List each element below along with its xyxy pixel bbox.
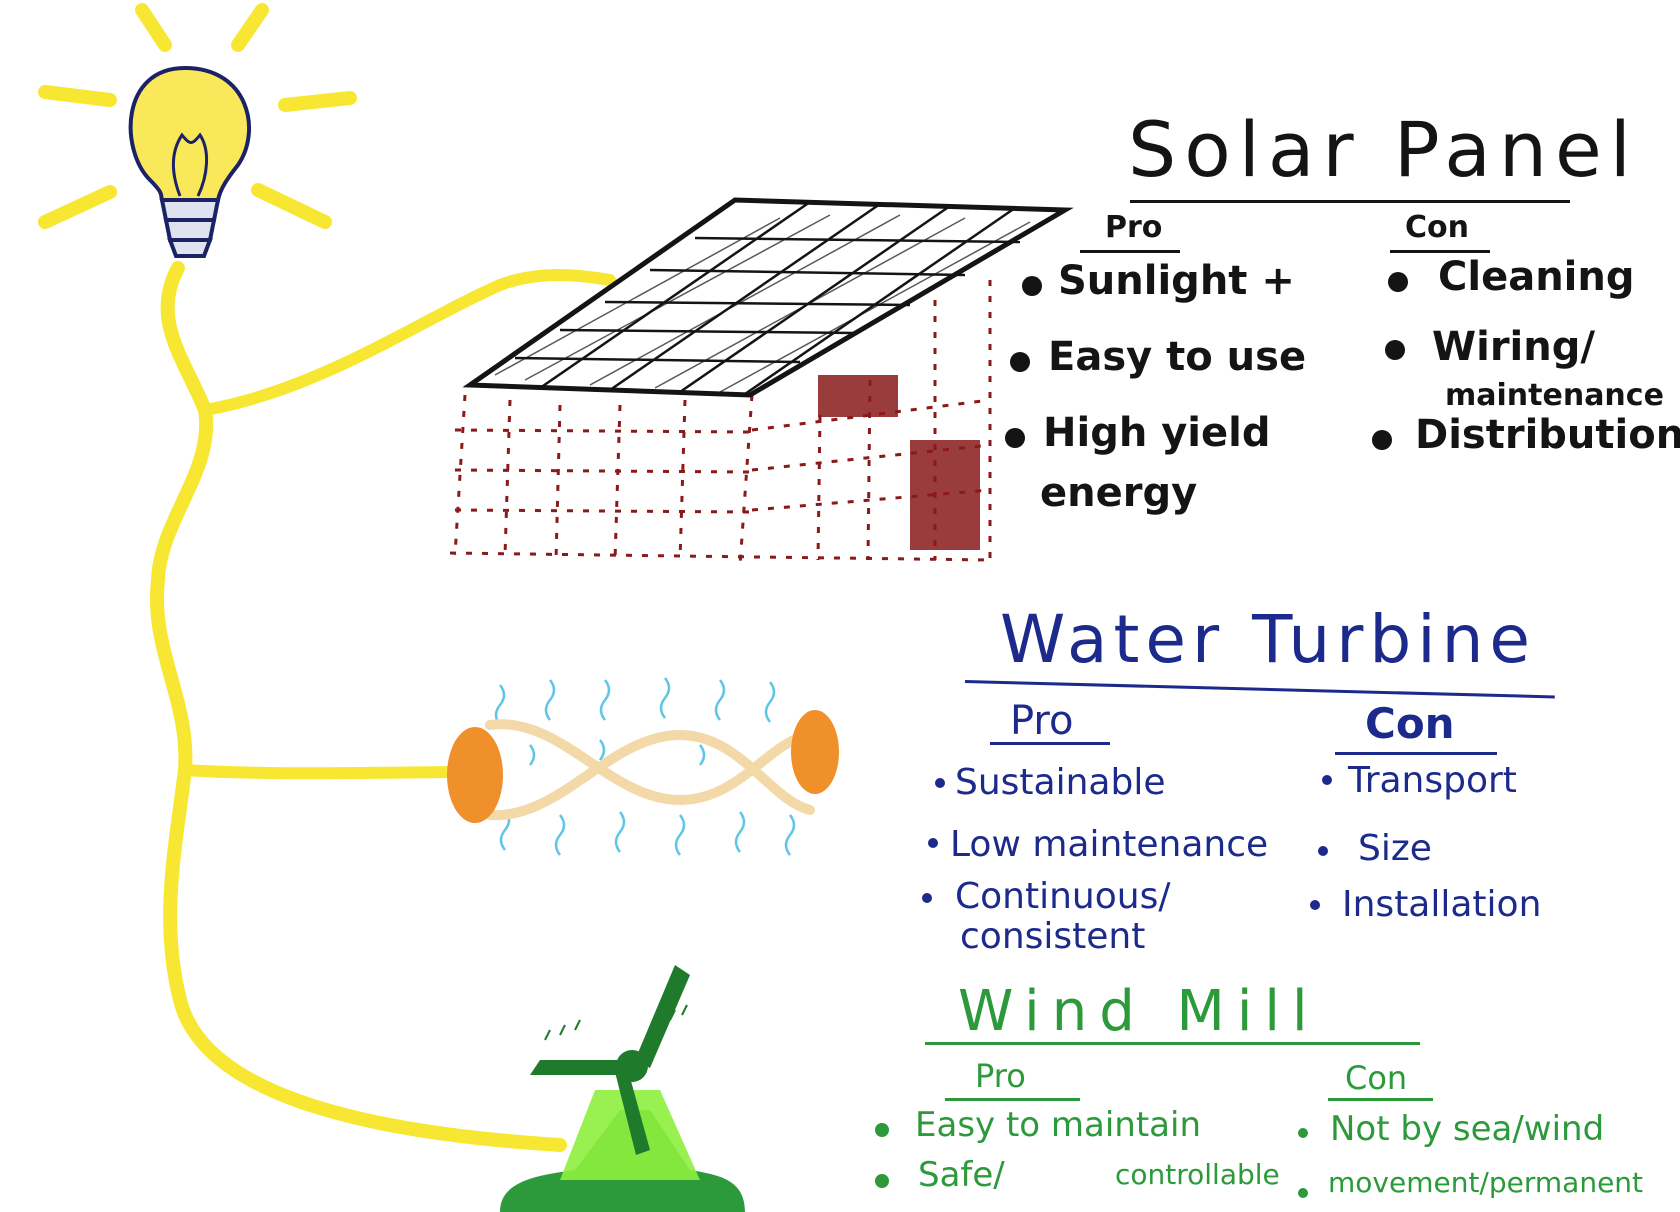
wind-pro-bullet-1 (875, 1123, 889, 1137)
solar-con-bullet-3 (1372, 430, 1392, 450)
wind-pro-heading: Pro (975, 1057, 1026, 1095)
solar-title: Solar Panel (1128, 105, 1639, 194)
wind-con-heading: Con (1345, 1059, 1408, 1097)
wind-con-bullet-1 (1298, 1128, 1308, 1138)
water-con-underline (1335, 752, 1497, 755)
wind-con-underline (1328, 1098, 1433, 1101)
lightbulb-icon (38, 3, 357, 258)
water-pro-underline (990, 742, 1110, 745)
wind-pro-underline (945, 1098, 1080, 1101)
wind-title: Wind Mill (958, 979, 1320, 1044)
solar-con-bullet-2 (1385, 340, 1405, 360)
solar-con-item-4: Distribution (1415, 412, 1680, 458)
water-pro-bullet-2 (928, 838, 938, 848)
solar-pro-item-1: Sunlight + (1058, 258, 1295, 304)
water-pro-bullet-3 (922, 893, 932, 903)
water-pro-item-3: Continuous/ (955, 876, 1171, 917)
solar-con-bullet-1 (1388, 272, 1408, 292)
solar-title-underline (1130, 200, 1570, 203)
solar-con-item-2: Wiring/ (1432, 324, 1595, 370)
water-pro-bullet-1 (935, 778, 945, 788)
door-icon (910, 440, 980, 550)
water-con-bullet-2 (1318, 846, 1328, 856)
solar-pro-underline (1080, 250, 1180, 253)
water-title: Water Turbine (1000, 601, 1537, 678)
yellow-wire (150, 261, 616, 1152)
water-con-bullet-1 (1322, 775, 1332, 785)
water-con-item-1: Transport (1348, 760, 1517, 801)
solar-pro-bullet-3 (1005, 428, 1025, 448)
water-pro-item-4: consistent (960, 916, 1146, 957)
window-icon (818, 375, 898, 417)
solar-pro-bullet-1 (1022, 276, 1042, 296)
water-con-item-2: Size (1358, 828, 1432, 869)
solar-pro-item-3: High yield (1043, 410, 1271, 456)
water-con-bullet-3 (1310, 900, 1320, 910)
solar-con-underline (1390, 250, 1490, 253)
solar-pro-bullet-2 (1010, 352, 1030, 372)
wind-pro-bullet-2 (875, 1174, 889, 1188)
water-pro-item-2: Low maintenance (950, 824, 1269, 865)
wind-pro-item-2: Safe/ (918, 1155, 1005, 1195)
water-con-heading: Con (1365, 699, 1455, 748)
wind-title-underline (925, 1042, 1420, 1045)
water-turbine-icon (447, 677, 839, 856)
water-pro-item-1: Sustainable (955, 762, 1166, 803)
solar-con-item-1: Cleaning (1438, 254, 1635, 300)
windmill-icon (500, 965, 745, 1212)
water-pro-heading: Pro (1010, 698, 1074, 744)
wind-con-item-1: Not by sea/wind (1330, 1109, 1605, 1149)
solar-con-heading: Con (1405, 210, 1469, 245)
solar-pro-item-2: Easy to use (1048, 334, 1307, 380)
wind-con-bullet-2 (1298, 1188, 1308, 1198)
solar-pro-item-4: energy (1040, 470, 1198, 516)
wind-con-item-2: movement/permanent (1328, 1166, 1644, 1199)
solar-panel-roof-icon (462, 197, 1074, 398)
solar-house-icon (449, 197, 1074, 566)
solar-con-item-3: maintenance (1445, 378, 1664, 413)
wind-pro-item-1: Easy to maintain (915, 1105, 1202, 1145)
wind-pro-item-3: controllable (1115, 1158, 1280, 1191)
solar-pro-heading: Pro (1105, 210, 1163, 245)
water-con-item-3: Installation (1342, 884, 1542, 925)
